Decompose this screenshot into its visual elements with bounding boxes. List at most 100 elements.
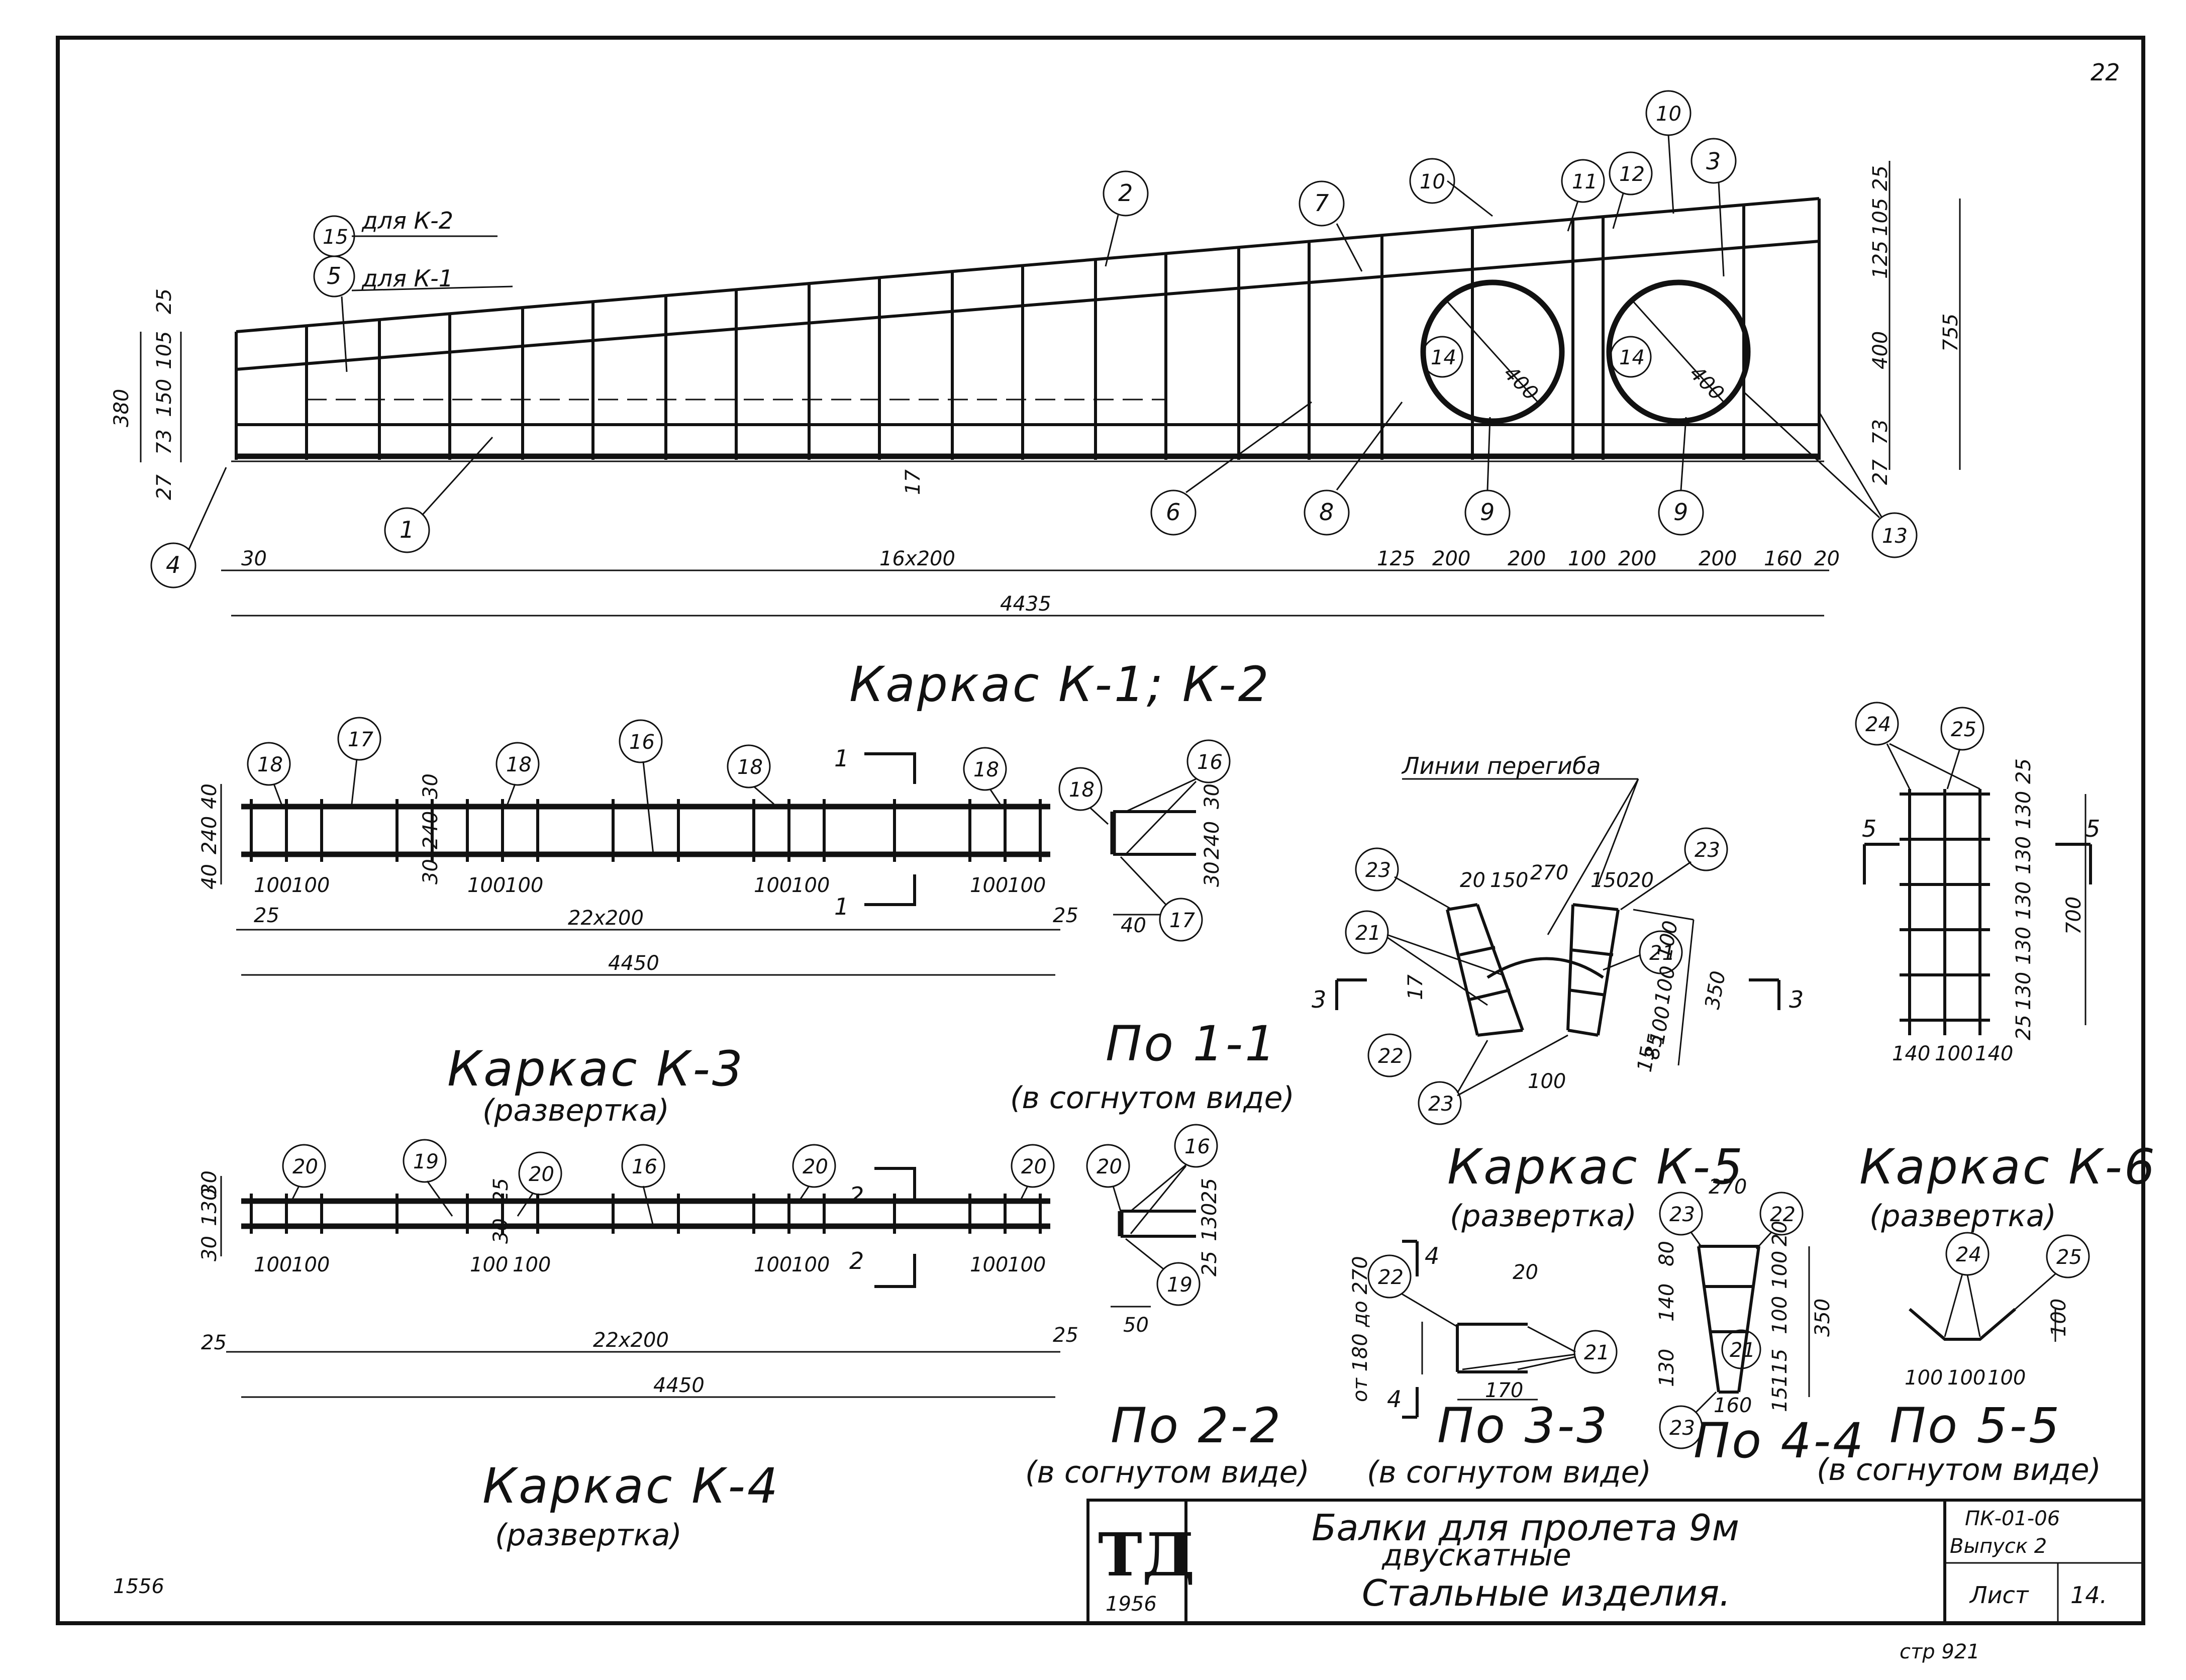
- k4-left-dim-30b: 30: [198, 1236, 221, 1261]
- k6-drawing: 25 130 130 130 130 130 25 700 140 100 14…: [1855, 702, 2155, 1234]
- k3-spacing-8: 100: [1008, 874, 1046, 897]
- sec11-dim-30a: 30: [1201, 783, 1224, 809]
- k5-callout-23c: 23: [1428, 1093, 1454, 1116]
- tb-title-line3: Стальные изделия.: [1362, 1572, 1731, 1614]
- sec11-subcaption: (в согнутом виде): [1010, 1080, 1295, 1116]
- sec44-caption: По 4-4: [1694, 1413, 1865, 1469]
- title-block: ТД 1956 Балки для пролета 9м двускатные …: [1086, 1499, 2145, 1625]
- k1k2-dim-200a: 200: [1432, 547, 1470, 570]
- callout-10b: 10: [1656, 103, 1681, 126]
- k4-dim-22x200: 22x200: [593, 1329, 669, 1352]
- k4-subcaption: (развертка): [495, 1518, 682, 1553]
- section-4-4: 270 80 140 130 20 100 100 350 115 15 160…: [1655, 1175, 1865, 1469]
- k1k2-dim-200c: 200: [1618, 547, 1656, 570]
- k3-callout-16: 16: [629, 731, 655, 754]
- sec33-caption: По 3-3: [1437, 1398, 1609, 1454]
- k5-section-mark-left: 3: [1312, 986, 1326, 1013]
- k5-dim-100d: 100: [1528, 1070, 1566, 1093]
- callout-8: 8: [1319, 499, 1334, 526]
- k1k2-dim-16x200: 16x200: [879, 547, 955, 570]
- k5-dim-270: 270: [1530, 861, 1568, 884]
- sec44-callout-22: 22: [1770, 1203, 1796, 1226]
- sec22-callout-20: 20: [1097, 1155, 1122, 1178]
- tb-logo-year: 1956: [1106, 1593, 1157, 1616]
- k1k2-right-dim-105: 105: [1869, 198, 1892, 236]
- k1k2-dim-100: 100: [1568, 547, 1606, 570]
- k5-callout-22: 22: [1378, 1045, 1404, 1068]
- k3-spacing-6: 100: [791, 874, 830, 897]
- k3-mid-dim-240: 240: [419, 811, 442, 849]
- k3-left-dim-240: 240: [198, 816, 221, 854]
- k4-callout-20d: 20: [1021, 1155, 1047, 1178]
- k3-spacing-2: 100: [291, 874, 330, 897]
- k5-caption: Каркас К-5: [1447, 1139, 1745, 1195]
- k6-dim-130a: 130: [2012, 791, 2035, 829]
- k5-drawing: Линии перегиба 20 150 270 150 20 17: [1312, 752, 1804, 1234]
- k3-subcaption: (развертка): [482, 1093, 669, 1128]
- k1k2-dim-200b: 200: [1508, 547, 1546, 570]
- k3-left-dim-40b: 40: [198, 864, 221, 890]
- callout-3: 3: [1706, 148, 1721, 175]
- k1k2-stirrups: [235, 199, 1821, 460]
- k1k2-dim-125: 125: [1377, 547, 1415, 570]
- k1k2-upper-rod: [236, 240, 1820, 371]
- k4-spacing-8: 100: [1008, 1253, 1046, 1276]
- page-number: 22: [2091, 59, 2120, 86]
- callout-10a: 10: [1420, 170, 1445, 193]
- k4-callout-20b: 20: [529, 1163, 554, 1186]
- callout-12: 12: [1619, 163, 1645, 186]
- k6-callout-24: 24: [1865, 713, 1891, 736]
- section-2-2: 25 130 25 50 20 16 19 По 2-2 (в согнутом…: [1025, 1124, 1310, 1490]
- sec11-dim-40: 40: [1121, 914, 1146, 937]
- k4-section-mark-bottom: 2: [849, 1247, 864, 1274]
- callout-9a: 9: [1480, 499, 1495, 526]
- k5-dim-350: 350: [1701, 969, 1731, 1011]
- sec44-dim-15: 15: [1768, 1387, 1792, 1412]
- k4-overall: 4450: [653, 1374, 705, 1397]
- tb-sheet-label: Лист: [1969, 1582, 2029, 1609]
- k4-spacing-7: 100: [970, 1253, 1008, 1276]
- k5-dim-17: 17: [1404, 974, 1427, 1000]
- sec11-callout-16: 16: [1197, 751, 1223, 774]
- k5-dim-150b: 150: [1591, 869, 1629, 892]
- tb-title-line2: двускатные: [1381, 1538, 1571, 1573]
- callout-11: 11: [1572, 170, 1598, 193]
- k1k2-circle-dim-1: 400: [1499, 362, 1543, 406]
- k1k2-dim-160: 160: [1764, 547, 1802, 570]
- sec44-callout-23b: 23: [1669, 1417, 1695, 1440]
- callout-2: 2: [1118, 179, 1133, 207]
- k5-bend-note: Линии перегиба: [1401, 752, 1601, 779]
- k5-callout-23a: 23: [1365, 859, 1391, 882]
- k1k2-note-k1: для К-1: [361, 265, 453, 292]
- k1k2-right-dim-400: 400: [1869, 331, 1892, 369]
- bottom-note: стр 921: [1900, 1640, 1980, 1663]
- k6-dim-130c: 130: [2012, 881, 2035, 920]
- sec22-subcaption: (в согнутом виде): [1025, 1455, 1310, 1490]
- sec33-dim-170: 170: [1485, 1379, 1523, 1402]
- sec44-dim-130: 130: [1655, 1349, 1678, 1387]
- k4-mid-dim-25: 25: [489, 1178, 513, 1204]
- sec33-section-mark-bottom: 4: [1387, 1386, 1402, 1413]
- sec22-caption: По 2-2: [1111, 1398, 1282, 1454]
- sec55-dim-100b: 100: [1947, 1366, 1985, 1390]
- sec55-callout-24: 24: [1956, 1243, 1981, 1266]
- k4-dim-25a: 25: [201, 1331, 227, 1354]
- sec22-callout-19: 19: [1167, 1273, 1193, 1297]
- sec33-dim-20: 20: [1513, 1261, 1538, 1284]
- k1k2-opening-2: [1606, 279, 1751, 424]
- callout-9b: 9: [1673, 499, 1688, 526]
- k6-callout-25: 25: [1951, 718, 1976, 741]
- k4-callout-19: 19: [413, 1150, 439, 1173]
- sec22-dim-25b: 25: [1198, 1251, 1221, 1276]
- k5-dim-85: 85: [1641, 1032, 1668, 1061]
- k6-dim-25b: 25: [2012, 1015, 2035, 1040]
- k1k2-caption: Каркас К-1; К-2: [849, 656, 1271, 713]
- k6-section-mark-right: 5: [2085, 815, 2100, 842]
- k4-dim-25b: 25: [1053, 1324, 1078, 1347]
- tb-sheet-number: 14.: [2070, 1582, 2107, 1609]
- k4-section-mark-top: 2: [849, 1182, 864, 1209]
- callout-14b: 14: [1619, 346, 1645, 369]
- callout-6: 6: [1166, 499, 1180, 526]
- k3-spacing-3: 100: [467, 874, 506, 897]
- sec44-callout-21: 21: [1730, 1339, 1755, 1362]
